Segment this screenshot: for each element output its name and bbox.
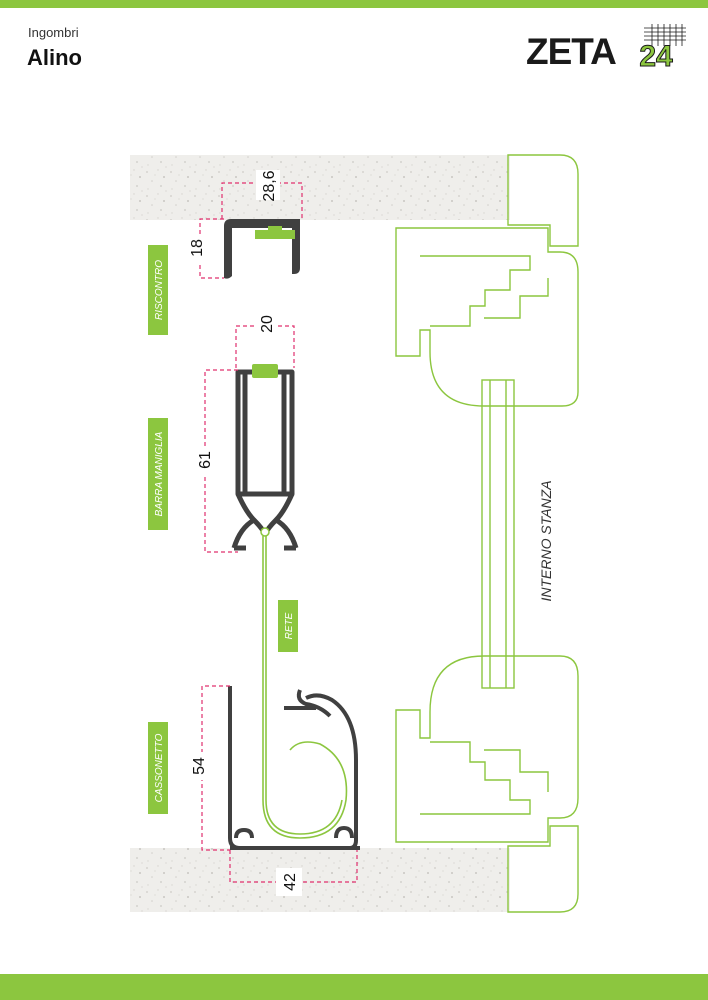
logo-wordmark: ZETA xyxy=(526,31,617,72)
dimension-lines xyxy=(199,182,358,883)
label-cassonetto-bg xyxy=(148,722,168,814)
label-rete-bg xyxy=(278,600,298,652)
dim-cassonetto-width: 42 xyxy=(282,873,299,891)
bottom-accent-bar xyxy=(0,974,708,1000)
barra-maniglia-profile xyxy=(231,369,299,551)
page-subtitle: Ingombri xyxy=(28,25,79,40)
logo-mesh-icon xyxy=(644,24,686,46)
dim-riscontro-height: 18 xyxy=(189,239,206,257)
cassonetto-profile xyxy=(228,686,360,850)
label-barra-maniglia: BARRA MANIGLIA xyxy=(154,431,165,516)
mesh-line xyxy=(262,536,348,839)
riscontro-profile xyxy=(224,219,300,279)
label-cassonetto: CASSONETTO xyxy=(154,733,165,802)
label-riscontro: RISCONTRO xyxy=(154,260,165,320)
side-labels: RISCONTRO BARRA MANIGLIA RETE CASSONETTO xyxy=(148,245,298,814)
label-rete: RETE xyxy=(284,612,295,639)
wall-top xyxy=(130,155,510,220)
barra-pivot xyxy=(260,527,270,537)
top-accent-bar xyxy=(0,0,708,8)
logo-number: 24 xyxy=(639,40,673,74)
dim-barra-width: 20 xyxy=(259,315,276,333)
page-title: Alino xyxy=(27,45,82,70)
dim-barra-height: 61 xyxy=(197,451,214,469)
dim-cassonetto-height: 54 xyxy=(191,757,208,775)
label-interno-stanza: INTERNO STANZA xyxy=(538,480,554,601)
dimension-labels: 28,6 18 20 61 54 42 xyxy=(186,170,302,896)
dim-riscontro-width: 28,6 xyxy=(261,170,278,201)
brand-logo: ZETA 24 xyxy=(526,24,686,76)
barra-gasket xyxy=(252,364,278,378)
wall-bottom xyxy=(130,848,510,912)
window-frame xyxy=(395,154,579,913)
label-barra-bg xyxy=(148,418,168,530)
label-riscontro-bg xyxy=(148,245,168,335)
